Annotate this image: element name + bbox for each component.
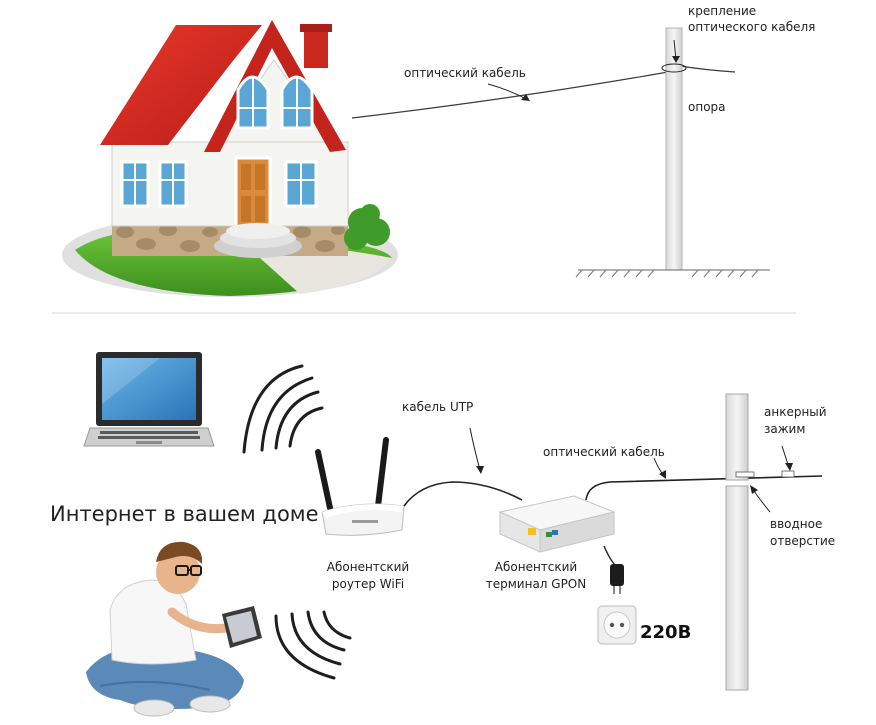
headline: Интернет в вашем доме — [50, 502, 319, 526]
top-pole — [575, 27, 770, 278]
mount-label-line1: крепление — [688, 4, 757, 18]
entry-label-line2: отверстие — [770, 534, 836, 548]
utp-label: кабель UTP — [402, 400, 474, 414]
anchor-label-line2: зажим — [764, 422, 806, 436]
wifi-waves-upper — [242, 364, 324, 454]
pole-label: опора — [688, 100, 726, 114]
person-with-tablet — [86, 541, 262, 717]
bottom-optical-cable — [585, 475, 823, 501]
router-label-line2: роутер WiFi — [331, 577, 405, 591]
wifi-router — [315, 437, 405, 536]
entry-label-line1: вводное — [770, 517, 823, 531]
bottom-optical-label: оптический кабель — [543, 445, 665, 459]
router-label-line1: Абонентский — [326, 560, 410, 574]
terminal-label-line2: терминал GPON — [485, 577, 587, 591]
bottom-pole — [725, 393, 795, 691]
top-optical-cable — [351, 71, 669, 119]
laptop — [83, 352, 215, 447]
utp-cable — [403, 481, 523, 507]
bush — [344, 204, 390, 250]
gpon-terminal — [498, 495, 616, 553]
voltage-label: 220В — [640, 622, 692, 643]
roof — [100, 25, 262, 145]
power-socket — [597, 605, 637, 645]
top-cable-label: оптический кабель — [404, 66, 526, 80]
power-plug — [603, 545, 624, 594]
mount-label-line2: оптического кабеля — [688, 20, 816, 34]
terminal-label-line1: Абонентский — [494, 560, 578, 574]
house-illustration — [62, 20, 398, 297]
anchor-label-line1: анкерный — [764, 405, 827, 419]
chimney — [304, 28, 328, 68]
wifi-waves-lower — [274, 610, 352, 680]
